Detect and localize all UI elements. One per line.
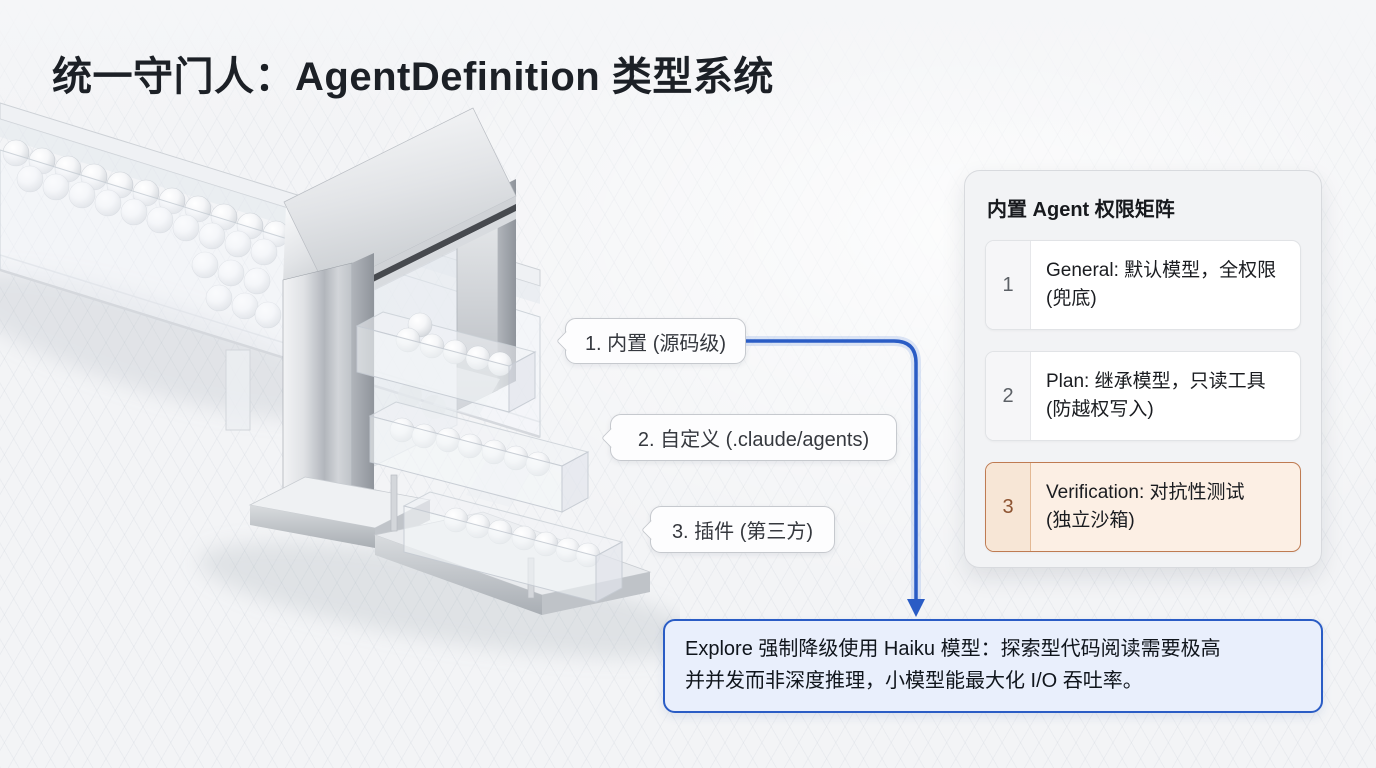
panel-title: 内置 Agent 权限矩阵 [987,199,1175,221]
callout-custom: 2. 自定义 (.claude/agents) [600,414,897,461]
row-number: 2 [986,352,1031,440]
row-text: General: 默认模型，全权限 (兜底) [1046,259,1277,310]
matrix-row-verification: 3 Verification: 对抗性测试 (独立沙箱) [985,462,1301,552]
row-text: Verification: 对抗性测试 (独立沙箱) [1046,481,1245,532]
callout-builtin: 1. 内置 (源码级) [555,318,746,364]
tray-3 [402,491,624,603]
gate-right-column-side [498,179,516,390]
callout-plugin: 3. 插件 (第三方) [640,506,835,553]
row-number: 3 [986,463,1031,551]
permission-matrix-panel: 内置 Agent 权限矩阵 1 General: 默认模型，全权限 (兜底) 2… [964,170,1322,568]
callout-custom-label: 2. 自定义 (.claude/agents) [637,429,870,451]
row-text: Plan: 继承模型，只读工具 (防越权写入) [1046,370,1266,421]
explore-note-box: Explore 强制降级使用 Haiku 模型：探索型代码阅读需要极高 并并发而… [663,619,1323,713]
conveyor-balls [2,139,290,329]
conveyor-glass-leg [225,349,251,431]
gate-slot [327,204,516,305]
matrix-row-plan: 2 Plan: 继承模型，只读工具 (防越权写入) [985,351,1301,441]
tray-2 [368,401,590,513]
matrix-row-general: 1 General: 默认模型，全权限 (兜底) [985,240,1301,330]
row-number: 1 [986,241,1031,329]
marble-machine-illustration [0,102,680,658]
page-title: 统一守门人：AgentDefinition 类型系统 [52,55,774,99]
tray-cascade [355,311,624,603]
tray-1 [355,311,537,413]
callout-plugin-label: 3. 插件 (第三方) [671,521,814,543]
arrowhead [907,599,925,617]
callout-builtin-label: 1. 内置 (源码级) [584,332,727,355]
